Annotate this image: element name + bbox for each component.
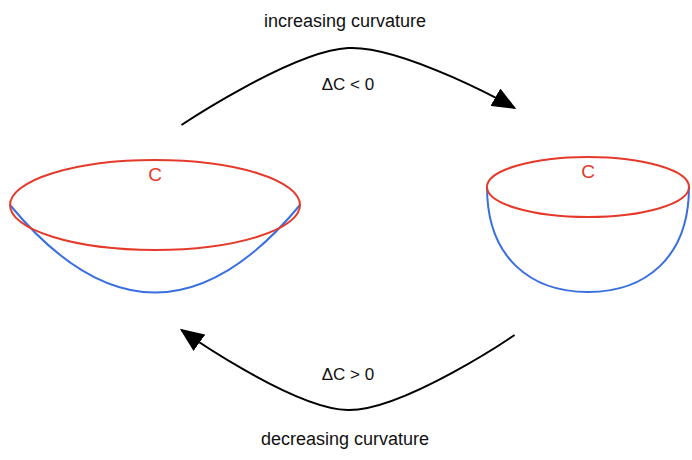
bowl-rim bbox=[10, 160, 300, 250]
bowl-body bbox=[10, 205, 300, 293]
edge-label: ΔC < 0 bbox=[320, 75, 376, 95]
transition-arrow bbox=[181, 330, 514, 410]
curve-label: C bbox=[581, 162, 595, 183]
edge-label: ΔC > 0 bbox=[320, 365, 376, 385]
transition-arrow bbox=[181, 48, 514, 125]
direction-caption: decreasing curvature bbox=[259, 429, 431, 451]
bowl-node: C bbox=[8, 125, 302, 330]
bowl-rim bbox=[487, 157, 689, 217]
bowl-body bbox=[487, 187, 689, 292]
direction-caption: increasing curvature bbox=[262, 11, 428, 33]
bowl-node: C bbox=[486, 108, 690, 335]
curve-label: C bbox=[148, 165, 162, 186]
bowl-illustration bbox=[8, 125, 302, 330]
bowl-illustration bbox=[486, 108, 690, 335]
